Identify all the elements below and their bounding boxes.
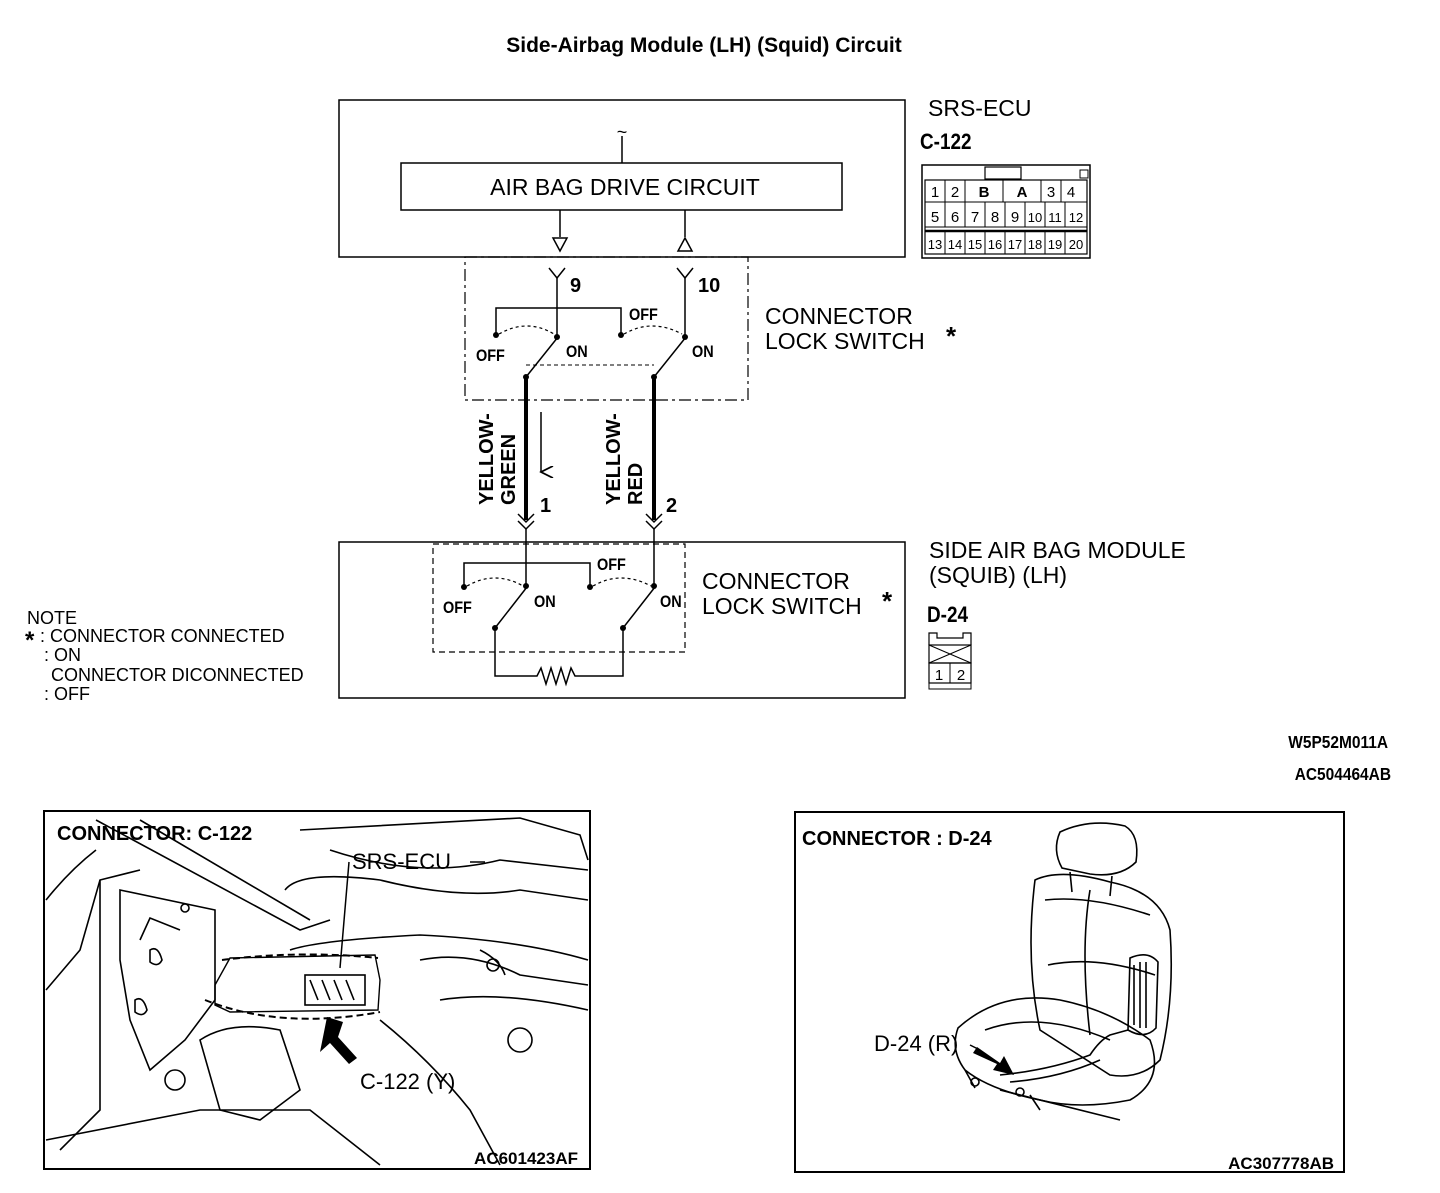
ecu-pin-10: 10 [698, 275, 720, 297]
note-asterisk: * [25, 627, 35, 654]
ecu-pin-9: 9 [570, 275, 581, 297]
module-switch-on-left: ON [534, 593, 556, 611]
c122-pin-14: 14 [948, 237, 962, 252]
ecu-lock-switch-label-2: LOCK SWITCH [765, 328, 925, 354]
ecu-switch-off-left: OFF [476, 347, 505, 365]
c122-pointer-arrow-icon [320, 1017, 357, 1064]
ecu-lock-switch-asterisk: * [946, 321, 957, 351]
c122-pin-19: 19 [1048, 237, 1062, 252]
c122-pin-9: 9 [1011, 209, 1019, 226]
squib-resistor [494, 628, 624, 687]
c122-pin-a: A [1017, 184, 1028, 201]
page-title: Side-Airbag Module (LH) (Squid) Circuit [506, 34, 901, 57]
module-lock-switch-asterisk: * [882, 586, 893, 616]
c122-panel-callout: C-122 (Y) [360, 1069, 455, 1094]
c122-pin-18: 18 [1028, 237, 1042, 252]
c122-pin-6: 6 [951, 209, 959, 226]
ecu-switch-off-right: OFF [629, 306, 658, 324]
c122-panel-title: CONNECTOR: C-122 [57, 823, 252, 845]
side-air-bag-module-block: OFF ON OFF ON [338, 541, 906, 699]
module-switch-on-right: ON [660, 593, 682, 611]
ecu-lock-switch-label-1: CONNECTOR [765, 303, 913, 329]
c122-pin-3: 3 [1047, 184, 1055, 201]
c122-location-panel: CONNECTOR: C-122 SRS-ECU C-122 (Y) AC601… [43, 810, 591, 1170]
d24-location-panel: CONNECTOR : D-24 D-24 (R) AC307778AB [794, 811, 1345, 1173]
d24-pin-2: 2 [957, 667, 965, 684]
c122-pin-10: 10 [1028, 210, 1042, 225]
srs-ecu-label: SRS-ECU [928, 95, 1032, 121]
reference-code: AC504464AB [1295, 764, 1391, 784]
c122-pin-20: 20 [1069, 237, 1083, 252]
d24-panel-title: CONNECTOR : D-24 [802, 828, 993, 850]
c122-pin-7: 7 [971, 209, 979, 226]
wire-color-right-line1: YELLOW- [603, 413, 625, 505]
module-pin-2: 2 [666, 495, 677, 517]
vehicle-interior-illustration [45, 817, 589, 1166]
input-arrow-up-icon [676, 236, 694, 252]
note-line-3: CONNECTOR DICONNECTED [51, 665, 304, 685]
d24-connector-id: D-24 [927, 603, 969, 628]
ecu-switch-on-left: ON [566, 343, 588, 361]
ecu-lock-switch: 9 10 OFF ON OFF ON [464, 256, 749, 401]
d24-connector-face: 1 2 [928, 632, 972, 690]
air-bag-drive-circuit-label: AIR BAG DRIVE CIRCUIT [490, 174, 760, 200]
note-line-4: : OFF [44, 684, 90, 704]
d24-panel-callout: D-24 (R) [874, 1031, 958, 1056]
c122-pin-15: 15 [968, 237, 982, 252]
c122-pin-b: B [979, 184, 990, 201]
side-air-bag-module-label-1: SIDE AIR BAG MODULE [929, 537, 1186, 563]
c122-panel-ecu-label: SRS-ECU [352, 849, 451, 874]
d24-pin-1: 1 [935, 667, 943, 684]
ground-symbol: ~ [617, 122, 628, 142]
module-lock-switch-label-1: CONNECTOR [702, 568, 850, 594]
note-line-1: : CONNECTOR CONNECTED [40, 626, 285, 646]
module-pin-1: 1 [540, 495, 551, 517]
c122-pin-2: 2 [951, 184, 959, 201]
module-lock-switch-label-2: LOCK SWITCH [702, 593, 862, 619]
c122-pin-5: 5 [931, 209, 939, 226]
c122-pin-12: 12 [1069, 210, 1083, 225]
c122-pin-16: 16 [988, 237, 1002, 252]
ecu-switch-on-right: ON [692, 343, 714, 361]
wire-color-right-line2: RED [625, 463, 647, 505]
diagram-code: W5P52M011A [1288, 732, 1388, 752]
c122-panel-code: AC601423AF [474, 1149, 578, 1168]
wire-color-left-line1: YELLOW- [476, 413, 498, 505]
c122-pin-8: 8 [991, 209, 999, 226]
note-block: NOTE * : CONNECTOR CONNECTED : ON CONNEC… [25, 608, 304, 704]
note-line-2: : ON [44, 645, 81, 665]
seat-illustration [954, 822, 1173, 1121]
module-switch-off-right: OFF [597, 556, 626, 574]
srs-ecu-block: AIR BAG DRIVE CIRCUIT ~ [338, 99, 906, 258]
d24-pointer-arrow-icon [973, 1047, 1014, 1075]
wire-color-left-line2: GREEN [498, 434, 520, 505]
c122-pin-4: 4 [1067, 184, 1075, 201]
output-arrow-down-icon [551, 237, 569, 253]
d24-panel-code: AC307778AB [1228, 1154, 1334, 1173]
module-switch-off-left: OFF [443, 599, 472, 617]
harness-wires [517, 377, 663, 585]
note-heading: NOTE [27, 608, 77, 628]
c122-connector-id: C-122 [920, 130, 971, 155]
c122-pin-1: 1 [931, 184, 939, 201]
c122-pin-11: 11 [1048, 210, 1062, 225]
c122-pin-13: 13 [928, 237, 942, 252]
side-air-bag-module-label-2: (SQUIB) (LH) [929, 562, 1067, 588]
c122-pin-17: 17 [1008, 237, 1022, 252]
